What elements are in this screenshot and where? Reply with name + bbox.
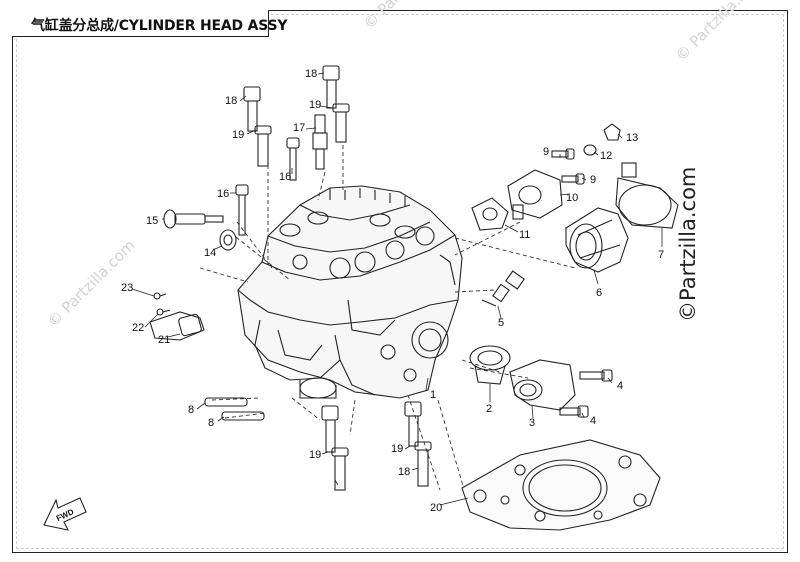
thermostat-housing-3 [509,359,576,411]
cylinder-head [237,185,463,399]
callout-11: 11 [519,229,530,241]
spark-plug-17 [312,114,328,170]
callout-17: 17 [293,122,305,134]
callout-18-top-left: 18 [225,95,237,107]
bolt-16-left [235,184,249,236]
callout-23: 23 [121,282,133,294]
callout-19-top-right: 19 [309,99,321,111]
callout-22: 22 [132,322,144,334]
callout-9-lower: 9 [590,174,596,186]
dowel-pin-8a [204,397,248,407]
callout-8-upper: 8 [188,404,194,416]
callout-13: 13 [626,132,638,144]
callout-18-bottom: 18 [398,466,410,478]
bolt-18-bottom-left [331,447,349,491]
callout-7: 7 [658,249,664,261]
bolt-18-top-left [243,86,261,132]
dowel-pin-8b [221,411,265,421]
callout-2: 2 [486,403,492,415]
diagram-title: 气缸盖分总成/CYLINDER HEAD ASSY [31,18,288,34]
bolt-16-upper [286,137,300,181]
callout-20: 20 [430,502,442,514]
bolt-18-bottom-right [414,441,432,487]
callout-15: 15 [146,215,158,227]
bolt-18-top-right [322,65,340,109]
callout-16-upper: 16 [279,171,291,183]
cap-13 [603,123,621,141]
callout-10: 10 [566,192,578,204]
seal-14 [219,229,237,251]
bolt-9-upper [551,148,575,160]
callout-8-lower: 8 [208,417,214,429]
washer-19-bottom-right [404,401,422,447]
temp-sensor-5 [481,270,525,307]
callout-18-top-right: 18 [305,68,317,80]
washer-19-bottom-left [321,405,339,453]
washer-19-top-right [332,103,350,143]
gasket-11 [471,197,509,231]
callout-3: 3 [529,417,535,429]
callout-9-upper: 9 [543,146,549,158]
callout-19-top-left: 19 [232,129,244,141]
callout-6: 6 [596,287,602,299]
screw-22 [156,308,171,316]
leader-lines [131,72,663,506]
callout-19-bottom-right: 19 [391,443,403,455]
tensioner-10 [507,169,563,220]
washer-19-top-left [254,125,272,167]
head-gasket-20 [461,439,661,531]
callout-5: 5 [498,317,504,329]
washer-12 [583,144,597,156]
bolt-4-upper [579,369,613,382]
cover-21 [149,311,205,341]
clamp-7 [615,162,679,229]
bolt-4-lower [559,405,589,418]
thermostat-2 [469,345,511,385]
callout-1: 1 [430,389,436,401]
fitting-15 [163,209,224,229]
callout-14: 14 [204,247,216,259]
hose-6 [565,207,629,273]
callout-12: 12 [600,150,612,162]
title-box [12,10,269,37]
callout-19-bottom-left: 19 [309,449,321,461]
bolt-9-lower [561,173,585,185]
callout-4-lower: 4 [590,415,596,427]
fwd-arrow [43,497,87,531]
callout-16-left: 16 [217,188,229,200]
callout-21: 21 [158,334,170,346]
diagram-frame [12,10,788,553]
callout-4-upper: 4 [617,380,623,392]
screw-23 [153,292,167,300]
inner-dashed-border [16,14,784,549]
